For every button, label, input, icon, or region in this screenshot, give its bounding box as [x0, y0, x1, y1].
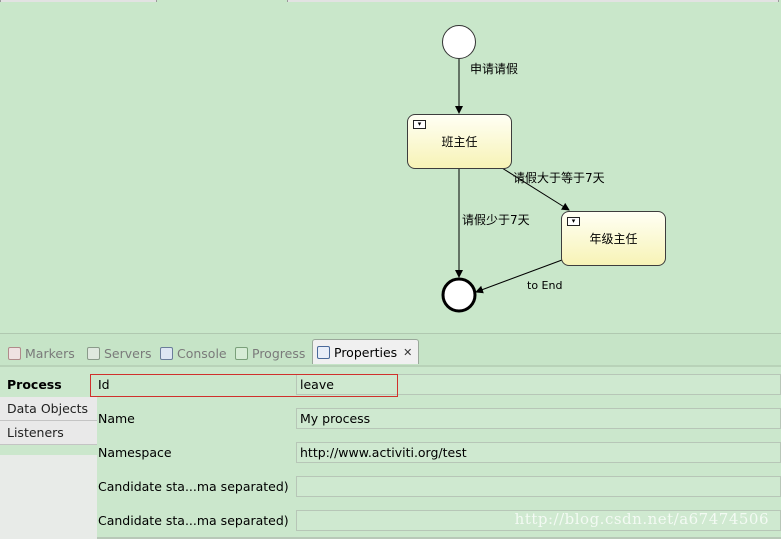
properties-icon: [317, 345, 330, 359]
task-class-teacher[interactable]: ▾ 班主任: [407, 114, 512, 169]
id-row-highlight: [90, 374, 398, 397]
servers-icon: [87, 346, 100, 360]
properties-sidenav: Process Data Objects Listeners: [0, 373, 97, 445]
watermark: http://blog.csdn.net/a67474506: [514, 510, 769, 528]
flow-ge7-line[interactable]: [501, 167, 570, 211]
tab-label: Properties: [334, 344, 398, 360]
close-icon[interactable]: ✕: [403, 345, 413, 359]
divider: [0, 365, 781, 367]
tab-label: Markers: [25, 345, 75, 361]
flow-end-line[interactable]: [475, 259, 563, 294]
task-label: 班主任: [441, 135, 478, 149]
candidate-starter-users-field[interactable]: [296, 476, 781, 497]
markers-icon: [8, 346, 21, 360]
flow-label-lt7[interactable]: 请假少于7天: [462, 213, 530, 227]
id-label: Id: [98, 377, 110, 392]
tab-markers[interactable]: Markers: [8, 344, 75, 362]
name-field[interactable]: My process: [296, 408, 781, 429]
diagram-canvas[interactable]: ▾ 班主任 ▾ 年级主任 申请请假 请假大于等于7天 请假少于7天 to End: [0, 0, 781, 333]
namespace-field[interactable]: http://www.activiti.org/test: [296, 442, 781, 463]
task-label: 年级主任: [589, 232, 638, 246]
tab-label: Servers: [104, 345, 152, 361]
flow-label-ge7[interactable]: 请假大于等于7天: [513, 171, 605, 185]
candidate-starter-users-label: Candidate sta...ma separated): [98, 479, 289, 494]
tab-label: Console: [177, 345, 227, 361]
process-diagram: [441, 25, 570, 313]
id-field[interactable]: leave: [296, 374, 781, 395]
tab-properties[interactable]: Properties ✕: [312, 339, 420, 364]
console-icon: [160, 346, 173, 360]
editor-tab-left[interactable]: [0, 0, 157, 2]
user-task-icon: ▾: [413, 120, 426, 129]
end-event[interactable]: [441, 277, 477, 313]
editor-tab-right[interactable]: [287, 0, 779, 2]
tab-console[interactable]: Console: [160, 344, 227, 362]
nav-data-objects[interactable]: Data Objects: [0, 397, 97, 421]
name-label: Name: [98, 411, 135, 426]
nav-listeners[interactable]: Listeners: [0, 421, 97, 445]
task-grade-director[interactable]: ▾ 年级主任: [561, 211, 666, 266]
start-event[interactable]: [442, 25, 476, 59]
bottom-border: [97, 537, 781, 539]
tab-progress[interactable]: Progress: [235, 344, 305, 362]
user-task-icon: ▾: [567, 217, 580, 226]
nav-process[interactable]: Process: [0, 373, 97, 397]
flow-label-apply[interactable]: 申请请假: [470, 62, 519, 76]
progress-icon: [235, 346, 248, 360]
namespace-label: Namespace: [98, 445, 172, 460]
tab-label: Progress: [252, 345, 306, 361]
candidate-starter-groups-label: Candidate sta...ma separated): [98, 513, 289, 528]
tab-servers[interactable]: Servers: [87, 344, 152, 362]
flow-label-end[interactable]: to End: [527, 279, 563, 292]
views-tab-strip: Markers Servers Console Progress Propert…: [0, 333, 781, 366]
sidenav-empty-area: [0, 455, 97, 539]
